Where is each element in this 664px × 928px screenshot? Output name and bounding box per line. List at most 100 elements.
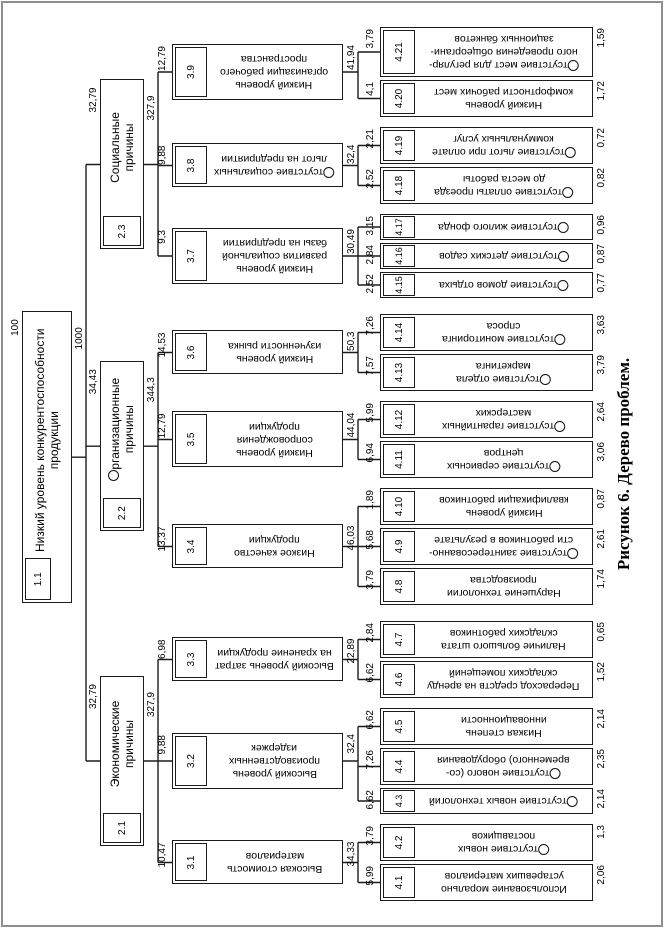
circle-o-glyph bbox=[567, 548, 579, 559]
tree-node-4.17: 4.17 тсутствие жилого фонда bbox=[380, 214, 593, 240]
node-weight-3.5: 12,79 bbox=[157, 413, 168, 439]
node-id-badge: 4.4 bbox=[383, 751, 415, 782]
node-id-badge: 4.1 bbox=[383, 867, 415, 898]
node-id-badge: 4.16 bbox=[383, 245, 415, 267]
node-id-badge: 4.19 bbox=[383, 130, 415, 161]
node-id-badge: 4.10 bbox=[383, 491, 415, 522]
figure-caption: Рисунок 6. Дерево проблем. bbox=[614, 357, 633, 571]
node-value-2.2: 344,3 bbox=[146, 377, 157, 403]
circle-o-glyph bbox=[323, 167, 335, 178]
node-id-badge: 4.11 bbox=[383, 444, 415, 475]
node-weight-4.5: 6,62 bbox=[365, 710, 376, 730]
node-id-badge: 4.3 bbox=[383, 790, 415, 812]
node-weight-4.21: 3,79 bbox=[365, 29, 376, 49]
node-id-badge: 2.2 bbox=[103, 498, 141, 529]
circle-o-glyph bbox=[566, 796, 578, 807]
node-value-4.7: 0,65 bbox=[596, 622, 607, 642]
node-id-badge: 3.9 bbox=[175, 47, 207, 97]
circle-o-glyph bbox=[554, 334, 566, 345]
node-label: тсутствие новых технологий bbox=[429, 795, 578, 808]
node-id-badge: 4.21 bbox=[383, 30, 415, 74]
node-id-badge: 4.14 bbox=[383, 317, 415, 348]
node-weight-2.1: 32,79 bbox=[88, 684, 99, 710]
circle-o-glyph bbox=[108, 469, 119, 481]
node-id-badge: 4.20 bbox=[383, 83, 415, 114]
node-id-badge: 4.6 bbox=[383, 664, 415, 695]
node-id-badge: 4.8 bbox=[383, 571, 415, 602]
node-weight-4.10: 1,89 bbox=[365, 490, 376, 510]
circle-o-glyph bbox=[557, 251, 569, 262]
tree-node-4.16: 4.16 тсутствие детских садов bbox=[380, 243, 593, 269]
node-value-4.12: 2,64 bbox=[596, 402, 607, 422]
circle-o-glyph bbox=[549, 768, 561, 779]
node-weight-3.2: 9,88 bbox=[157, 735, 168, 755]
node-value-3.6: 50,3 bbox=[346, 331, 357, 351]
node-id-badge: 4.7 bbox=[383, 624, 415, 655]
node-value-4.10: 0,87 bbox=[596, 489, 607, 509]
node-value-4.5: 2,14 bbox=[596, 709, 607, 729]
node-label: тсутствие жилого фонда bbox=[438, 221, 569, 234]
node-id-badge: 4.18 bbox=[383, 170, 415, 201]
node-id-badge: 2.3 bbox=[103, 216, 141, 247]
node-id-badge: 4.13 bbox=[383, 357, 415, 388]
node-value-3.3: 22,89 bbox=[346, 638, 357, 664]
node-id-badge: 4.15 bbox=[383, 274, 415, 296]
node-label: тсутствие домов отдыха bbox=[439, 279, 569, 292]
node-weight-3.1: 10,47 bbox=[157, 842, 168, 868]
circle-o-glyph bbox=[562, 187, 574, 198]
node-id-badge: 4.17 bbox=[383, 216, 415, 238]
node-id-badge: 3.1 bbox=[175, 843, 207, 882]
circle-o-glyph bbox=[549, 461, 561, 472]
node-weight-4.17: 3,15 bbox=[365, 216, 376, 236]
node-value-2.3: 327,9 bbox=[146, 95, 157, 121]
node-id-badge: 4.5 bbox=[383, 711, 415, 742]
tree-node-4.21: 4.21 тсутствие мест для регуляр-ного про… bbox=[380, 27, 593, 77]
node-value-4.20: 1,72 bbox=[596, 81, 607, 101]
node-weight-3.4: 13,37 bbox=[157, 526, 168, 552]
node-weight-1.1: 100 bbox=[10, 319, 21, 336]
node-label: тсутствие нового (со-временного) оборудо… bbox=[437, 754, 570, 780]
node-weight-4.12: 5,99 bbox=[365, 403, 376, 423]
node-value-4.19: 0,72 bbox=[596, 128, 607, 148]
node-id-badge: 3.8 bbox=[175, 146, 207, 185]
node-value-3.9: 41,94 bbox=[346, 45, 357, 71]
circle-o-glyph bbox=[554, 421, 566, 432]
node-id-badge: 4.9 bbox=[383, 531, 415, 562]
tree-node-1.1: 1.1 Низкий уровень конкурентоспособности… bbox=[22, 311, 72, 604]
tree-node-4.9: 4.9 тсутствие заинтересованно-сти работн… bbox=[380, 528, 593, 565]
